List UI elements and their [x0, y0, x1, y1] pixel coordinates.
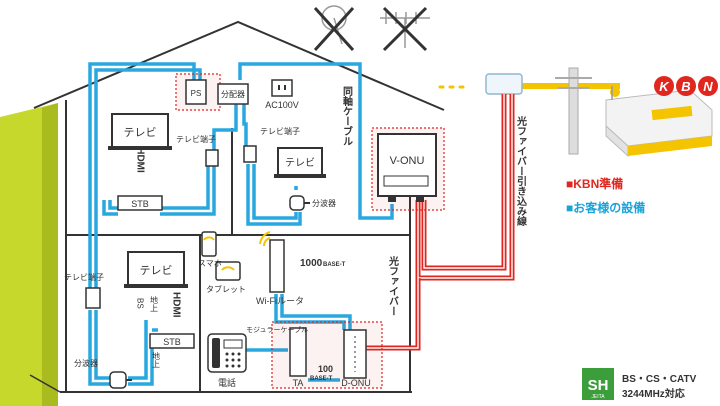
tv-upper-left-label: テレビ [124, 126, 157, 139]
tv-terminal-right-top-label: テレビ端子 [260, 126, 300, 136]
closure-box [485, 73, 523, 95]
ps-label: PS [191, 89, 202, 98]
wifi-signal-icon-router [259, 231, 271, 247]
yagi-antenna-icon [380, 6, 430, 52]
splitter-box [217, 83, 249, 105]
legend-customer: ■お客様の設備 [566, 200, 645, 215]
wifi-signal-icon-tablet [221, 266, 235, 271]
sign-letter-n: N [703, 79, 713, 94]
outlet-icon [271, 79, 293, 97]
sh-logo-icon [582, 368, 614, 400]
telephone-label: 電話 [218, 377, 236, 388]
ta-label: TA [293, 378, 304, 388]
dish-antenna-icon [313, 5, 355, 52]
diagram-labels: HDMI テレビ端子 テレビ端子 テレビ端子 同軸ケーブル 分波器 分波器 スマ… [64, 86, 528, 382]
smartphone-label: スマホ [198, 259, 222, 268]
splitter-label: 分配器 [221, 90, 245, 99]
chijo-label-2: 地上 [152, 351, 161, 368]
legend: ■KBN準備 ■お客様の設備 [566, 176, 645, 215]
legend-kbn: ■KBN準備 [566, 176, 623, 191]
ps-box [185, 79, 207, 105]
red-fiber-cables [366, 94, 515, 351]
diplexer-upper-icon [289, 195, 310, 211]
tv-terminal-lower-label: テレビ端子 [64, 272, 104, 282]
base-1000-label: 1000 [300, 258, 323, 269]
stb-lower-label: STB [163, 337, 181, 347]
stb-lower [149, 333, 195, 349]
devices: PS 分配器 AC100V テレビ STB テレビ V-ONU [85, 79, 437, 389]
hdmi-lower-label: HDMI [171, 292, 182, 318]
sign-letter-k: K [659, 79, 670, 94]
hdmi-upper-label: HDMI [135, 147, 146, 173]
outdoor-infrastructure: K B N [438, 67, 718, 158]
tv-terminal-left-top-label: テレビ端子 [176, 134, 216, 144]
diplexer-upper-label: 分波器 [312, 198, 336, 208]
v-onu-label: V-ONU [390, 155, 425, 167]
crossed-out-antennas [313, 5, 430, 52]
badge-line1: BS・CS・CATV [622, 374, 697, 385]
diplexer-lower-icon [109, 371, 132, 389]
stb-upper-label: STB [131, 199, 149, 209]
tv-upper-right-label: テレビ [285, 157, 315, 169]
bs-label: BS [136, 298, 145, 309]
tv-terminal-upper-left [205, 149, 219, 167]
wifi-signal-icon-phone [203, 236, 215, 241]
sh-logo-text: SH [588, 377, 609, 394]
base-100-label: 100 [318, 364, 333, 374]
tablet-icon [215, 261, 241, 281]
base-1000-sub-label: BASE-T [323, 262, 346, 268]
ta-box [289, 327, 307, 377]
optical-fiber-label: 光ファイバー [387, 255, 400, 316]
wifi-router-box [269, 239, 285, 293]
outlet-label: AC100V [265, 100, 299, 110]
smartphone-icon [201, 231, 217, 257]
base-100-sub-label: BASE-T [310, 376, 333, 382]
telephone-icon [207, 333, 247, 373]
house-structure [0, 20, 445, 406]
kbn-building: K B N [605, 76, 718, 158]
fiber-lead-in-label: 光ファイバー引き込み線 [515, 115, 528, 227]
sh-badge: SH JEITA BS・CS・CATV 3244MHz対応 [582, 368, 697, 400]
coax-cable-label: 同軸ケーブル [341, 86, 353, 146]
tv-terminal-upper-right [243, 145, 257, 163]
sign-letter-b: B [681, 79, 690, 94]
stb-upper [117, 195, 163, 211]
badge-line2: 3244MHz対応 [622, 387, 685, 400]
sh-logo-sub: JEITA [591, 394, 605, 400]
d-onu-label: D-ONU [341, 378, 371, 388]
tv-upper-left [111, 113, 169, 149]
roof-line [33, 20, 445, 111]
tv-lower-left-label: テレビ [140, 264, 173, 277]
modular-cable-label: モジュラーケーブル [246, 325, 308, 334]
chijo-label-1: 地上 [150, 295, 159, 312]
diplexer-lower-label: 分波器 [74, 358, 98, 368]
tablet-label: タブレット [206, 284, 246, 294]
d-onu-box [343, 329, 367, 379]
utility-pole-icon [555, 67, 592, 155]
tv-terminal-lower-left [85, 287, 101, 309]
wifi-router-label: Wi-Fiルータ [256, 296, 304, 306]
